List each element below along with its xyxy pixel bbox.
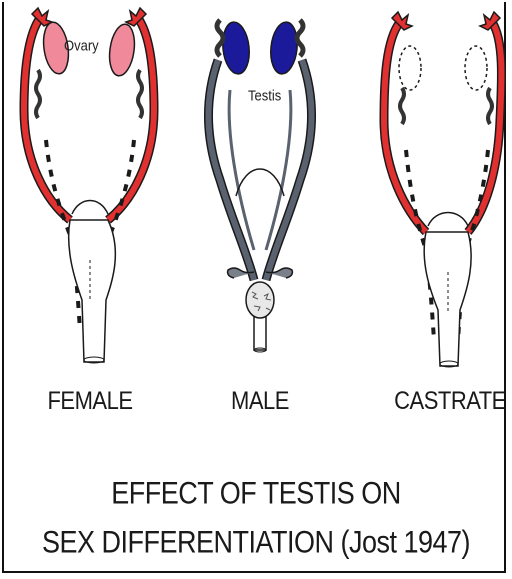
right-testis <box>268 21 299 75</box>
castrate-label: CASTRATE <box>380 386 512 416</box>
male-label: MALE <box>200 386 320 416</box>
male-diagram: Testis MALE <box>180 0 340 380</box>
caption-line-2: SEX DIFFERENTIATION (Jost 1947) <box>0 525 512 561</box>
castrate-diagram: CASTRATE <box>350 0 510 380</box>
left-absent-gonad <box>399 46 421 90</box>
testis-label: Testis <box>248 87 281 104</box>
caption-line-1: EFFECT OF TESTIS ON <box>0 476 512 512</box>
female-diagram: Ovary FEMALE <box>10 0 170 380</box>
left-testis <box>220 21 251 75</box>
ovary-label: Ovary <box>64 37 99 54</box>
female-label: FEMALE <box>30 386 150 416</box>
right-absent-gonad <box>465 46 487 90</box>
right-ovary <box>106 23 137 78</box>
